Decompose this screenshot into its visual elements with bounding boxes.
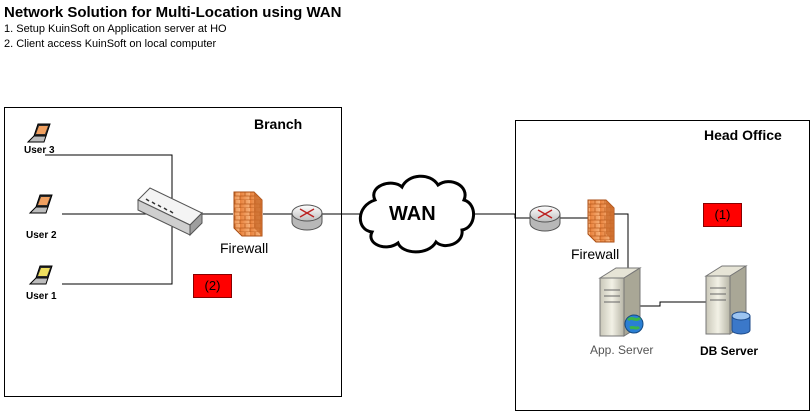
branch-router-icon [291,204,323,231]
laptop-user-1-icon [28,265,53,285]
user-1-label: User 1 [26,291,57,302]
laptop-user-2-icon [28,194,53,214]
branch-label: Branch [254,116,303,132]
laptop-user-3-icon [26,123,51,143]
wan-label: WAN [389,203,436,225]
head-office-firewall-label: Firewall [571,246,620,262]
head-office-router-icon [529,205,561,232]
branch-firewall-label: Firewall [220,240,269,256]
head-office-label: Head Office [704,127,782,143]
branch-firewall-icon [233,191,263,237]
step-1-marker: (1) [703,203,742,227]
app-server-label: App. Server [590,343,654,357]
diagram-title: Network Solution for Multi-Location usin… [4,4,342,21]
wan-cloud-shape [358,174,475,254]
connection-lines [45,154,706,307]
user-2-label: User 2 [26,230,57,241]
head-office-firewall-icon [587,199,615,243]
head-office-box [515,120,810,411]
user-3-label: User 3 [24,145,55,156]
app-server-icon [598,267,644,337]
db-server-label: DB Server [700,344,759,358]
step-2-marker: (2) [193,274,232,298]
step-2-text: 2. Client access KuinSoft on local compu… [4,38,217,50]
branch-box [4,107,342,397]
db-server-icon [704,265,751,335]
step-1-text: 1. Setup KuinSoft on Application server … [4,23,227,35]
network-switch-icon [137,187,203,237]
